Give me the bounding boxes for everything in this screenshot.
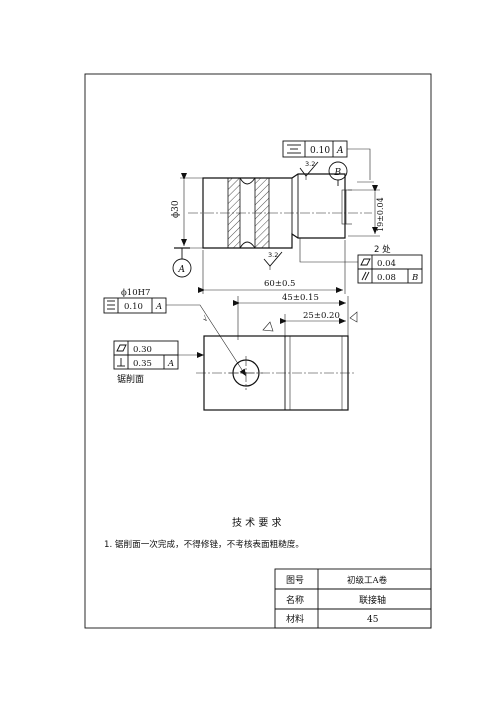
block-view: ϕ10H7 0.10 A √ 45±0.15 25±0.20 <box>103 288 358 411</box>
name-value: 联接轴 <box>359 594 386 606</box>
shaft-view: 0.10 A B 3.2 <box>171 140 423 294</box>
count-label: 2 处 <box>374 244 391 255</box>
parallel-datum: B <box>411 273 418 283</box>
svg-text:3.2: 3.2 <box>305 160 315 168</box>
title-block: 图号 初级工A卷 名称 联接轴 材料 45 <box>274 568 432 629</box>
drawing-no-value: 初级工A卷 <box>347 575 388 586</box>
flatness-parallel-frame: 0.04 0.08 B <box>357 254 423 284</box>
datum-b-symbol: B <box>328 161 348 186</box>
top-flatness-datum: A <box>336 146 344 156</box>
material-label: 材料 <box>286 613 304 625</box>
diameter-30-label: ϕ30 <box>171 200 181 218</box>
name-label: 名称 <box>286 594 304 606</box>
flatness-value: 0.04 <box>377 259 396 269</box>
svg-text:3.2: 3.2 <box>268 251 278 259</box>
tech-title: 技 术 要 求 <box>232 516 282 529</box>
drawing-border <box>84 73 432 629</box>
lower-perp-datum: A <box>167 359 174 369</box>
dim-60-label: 60±0.5 <box>264 279 295 289</box>
material-value: 45 <box>367 615 379 625</box>
parallel-value: 0.08 <box>377 273 396 283</box>
hole-tol-value: 0.10 <box>124 302 143 312</box>
roughness-top: 3.2 <box>299 160 319 180</box>
hole-tol-datum: A <box>155 302 162 312</box>
roughness-bottom: 3.2 <box>263 251 283 270</box>
dim-19-label: 19±0.04 <box>376 197 385 232</box>
lower-flatness-value: 0.30 <box>133 345 152 355</box>
dim-25-label: 25±0.20 <box>303 311 340 321</box>
dim-45-label: 45±0.15 <box>282 293 319 303</box>
svg-text:B: B <box>334 168 342 178</box>
datum-a-symbol: A <box>172 247 192 278</box>
hole-label: ϕ10H7 <box>121 288 150 298</box>
lower-perp-value: 0.35 <box>133 359 152 369</box>
saw-face-label: 锯削面 <box>117 373 144 385</box>
tech-note-1: 1. 锯削面一次完成，不得修锉，不考核表面粗糙度。 <box>104 538 304 550</box>
svg-text:A: A <box>178 265 186 275</box>
saw-face-frame: 0.30 0.35 A <box>113 340 179 370</box>
top-flatness-value: 0.10 <box>310 146 330 156</box>
top-flatness-frame: 0.10 A <box>282 140 348 158</box>
hole-position-frame: 0.10 A <box>103 297 167 314</box>
drawing-no-label: 图号 <box>286 575 304 586</box>
svg-text:√: √ <box>201 314 210 323</box>
